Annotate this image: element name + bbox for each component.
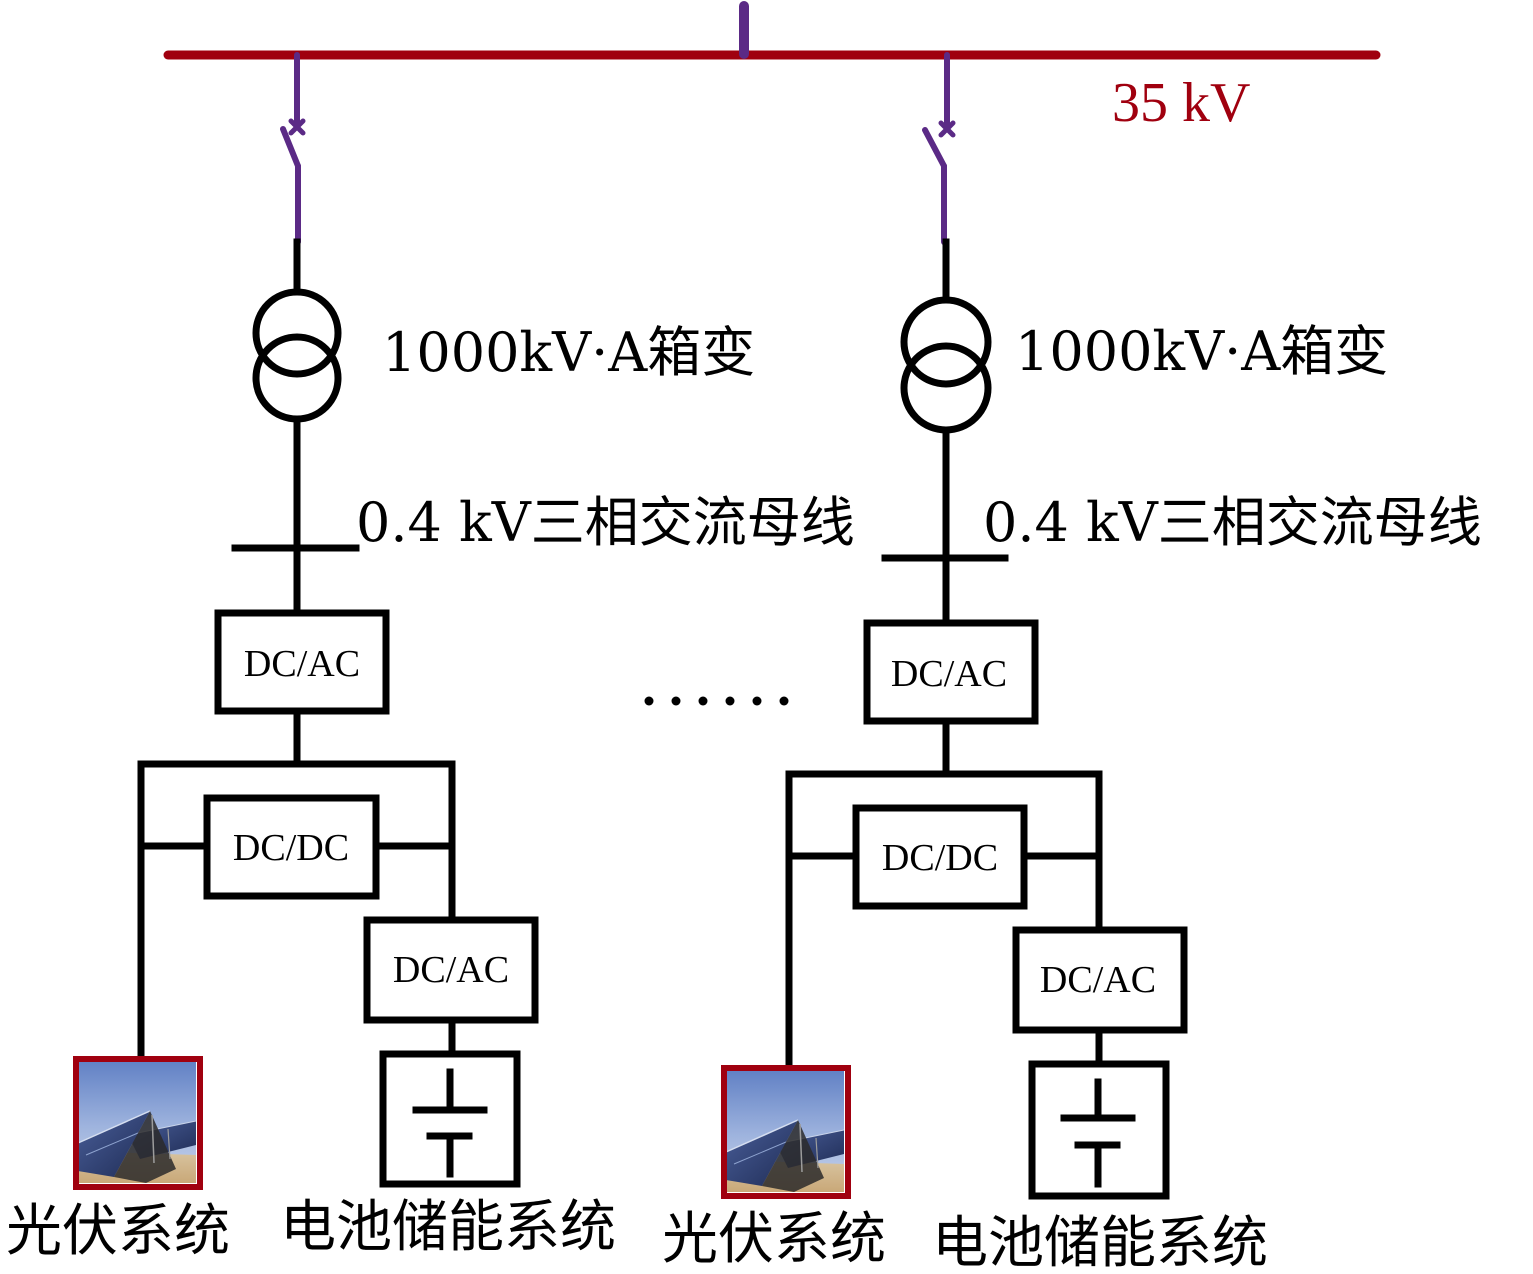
transformer-icon[interactable]: [900, 296, 992, 434]
dcdc-converter-label: DC/DC: [233, 827, 349, 869]
dcdc-converter-box[interactable]: [852, 804, 1028, 910]
battery-inverter-label: DC/AC: [1040, 959, 1156, 1001]
feeder-1: 1000kV·A箱变 0.4 kV三相交流母线 DC/AC DC/DC DC/A…: [6, 52, 855, 1264]
mv-bus-voltage-label: 35 kV: [1112, 72, 1250, 134]
transformer-label: 1000kV·A箱变: [382, 321, 755, 384]
more-feeders-ellipsis: [644, 696, 789, 706]
pv-frame: [721, 1065, 851, 1199]
pv-array-image[interactable]: [73, 1056, 203, 1190]
lv-bus-label: 0.4 kV三相交流母线: [356, 491, 855, 554]
pv-system-label: 光伏系统: [6, 1199, 230, 1264]
main-inverter-box[interactable]: [214, 609, 390, 715]
main-inverter-box[interactable]: [863, 619, 1039, 725]
dc-bus: [137, 760, 456, 1060]
pv-frame: [73, 1056, 203, 1190]
battery-inverter-label: DC/AC: [393, 949, 509, 991]
main-inverter-label: DC/AC: [891, 653, 1007, 695]
transformer-label: 1000kV·A箱变: [1015, 320, 1388, 383]
circuit-breaker-icon[interactable]: [922, 52, 956, 245]
lv-bus-label: 0.4 kV三相交流母线: [983, 491, 1482, 554]
battery-icon: [412, 1068, 488, 1178]
transformer-icon[interactable]: [252, 288, 342, 423]
circuit-breaker-icon[interactable]: [280, 52, 306, 245]
dcdc-converter-box[interactable]: [203, 794, 380, 900]
battery-icon: [1060, 1078, 1136, 1188]
battery-system-label: 电池储能系统: [932, 1211, 1268, 1274]
dc-bus: [785, 770, 1103, 1070]
battery-inverter-box[interactable]: [1012, 926, 1188, 1034]
dcdc-converter-label: DC/DC: [882, 837, 998, 879]
pv-system-label: 光伏系统: [662, 1207, 886, 1272]
feeder-2: 1000kV·A箱变 0.4 kV三相交流母线 DC/AC DC/DC DC/A…: [662, 52, 1482, 1274]
battery-inverter-box[interactable]: [363, 916, 539, 1024]
main-inverter-label: DC/AC: [244, 643, 360, 685]
battery-system-label: 电池储能系统: [280, 1195, 616, 1260]
pv-array-image[interactable]: [721, 1065, 851, 1199]
